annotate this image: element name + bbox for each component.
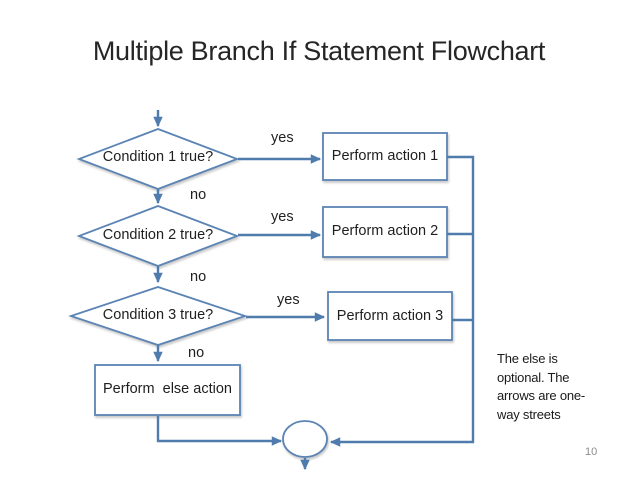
yes-label-2: yes (271, 209, 294, 225)
page-number: 10 (585, 446, 598, 458)
action-1-label: Perform action 1 (331, 148, 439, 164)
else-to-circle-connector (156, 416, 283, 446)
note-text: The else is optional. The arrows are one… (497, 350, 585, 424)
decision-2-diamond (76, 205, 240, 267)
decision-2-label: Condition 2 true? (102, 227, 214, 243)
yes-label-3: yes (277, 292, 300, 308)
yes-label-1: yes (271, 130, 294, 146)
note-line-2: optional. The (497, 369, 570, 385)
decision-1-diamond (76, 128, 240, 190)
merge-connector-circle (282, 420, 328, 458)
decision-3-label: Condition 3 true? (102, 307, 214, 323)
note-line-4: way streets (497, 406, 561, 422)
no-label-2: no (190, 269, 207, 285)
no-label-3: no (188, 345, 205, 361)
action-1-box (322, 132, 448, 181)
decision-1-label: Condition 1 true? (102, 149, 214, 165)
else-action-box (94, 364, 241, 416)
action-3-box (327, 291, 453, 341)
else-action-label: Perform else action (103, 381, 232, 397)
no-label-1: no (190, 187, 207, 203)
action-3-label: Perform action 3 (336, 308, 444, 324)
actions-rail-to-circle-connector (329, 155, 475, 447)
note-line-3: arrows are one- (497, 388, 586, 403)
note-line-1: The else is (497, 351, 558, 366)
action-2-box (322, 206, 448, 258)
action-2-label: Perform action 2 (331, 223, 439, 239)
slide-title: Multiple Branch If Statement Flowchart (92, 36, 546, 66)
